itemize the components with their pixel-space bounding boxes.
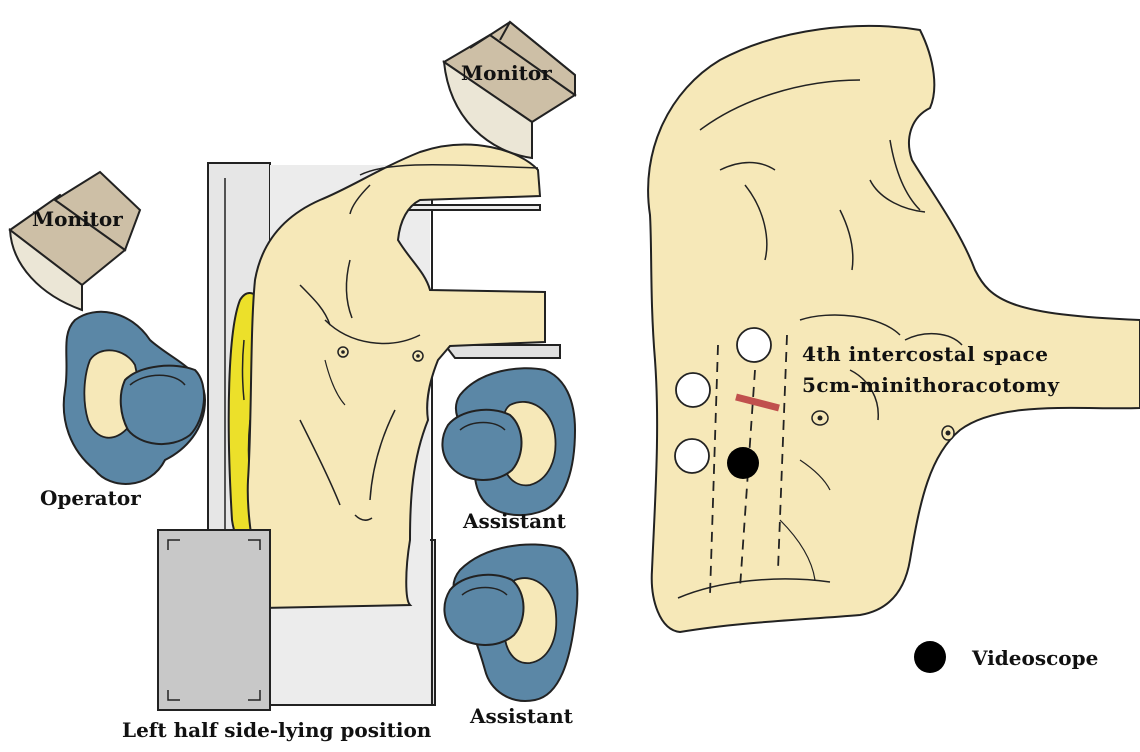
patient-chest-right xyxy=(648,26,1140,632)
assistant-2-figure xyxy=(444,544,577,700)
monitor-left xyxy=(10,172,140,310)
monitor-left-label: Monitor xyxy=(32,207,123,231)
incision-label-line1: 4th intercostal space xyxy=(802,342,1048,366)
port-site-1 xyxy=(737,328,771,362)
videoscope-label: Videoscope xyxy=(971,646,1098,670)
videoscope-legend-icon xyxy=(914,641,946,673)
foot-step xyxy=(158,530,270,710)
position-label: Left half side-lying position xyxy=(122,718,432,742)
arm-board-lower xyxy=(445,345,560,358)
assistant-1-figure xyxy=(442,368,575,515)
videoscope-port xyxy=(727,447,759,479)
operator-figure xyxy=(64,312,205,484)
operator-label: Operator xyxy=(40,486,141,510)
port-site-3 xyxy=(675,439,709,473)
monitor-top-label: Monitor xyxy=(461,61,552,85)
monitor-top xyxy=(444,22,575,158)
incision-label-line2: 5cm-minithoracotomy xyxy=(802,373,1060,397)
assistant-1-label: Assistant xyxy=(462,509,567,533)
assistant-2-label: Assistant xyxy=(469,704,574,728)
port-site-2 xyxy=(676,373,710,407)
